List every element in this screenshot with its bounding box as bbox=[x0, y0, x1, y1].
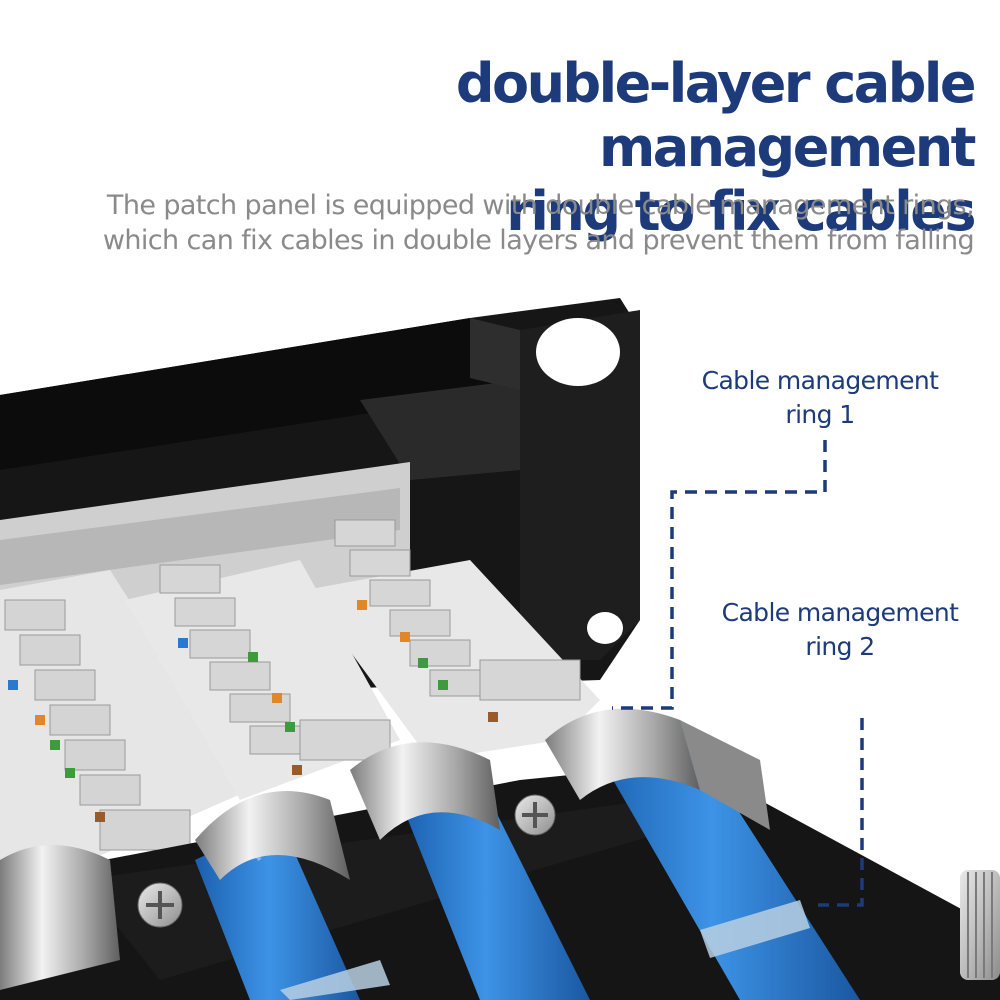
description-line-1: The patch panel is equipped with double … bbox=[106, 190, 975, 221]
description-line-2: which can fix cables in double layers an… bbox=[102, 225, 975, 256]
cable-management-ring-lower bbox=[0, 742, 500, 990]
screw bbox=[514, 794, 556, 836]
knurled-knob bbox=[960, 870, 1000, 980]
headline-line-1: double-layer cable management bbox=[455, 52, 977, 179]
mounting-hole bbox=[536, 318, 620, 386]
callout-ring-1: Cable management ring 1 bbox=[680, 364, 960, 432]
callout-ring-2: Cable management ring 2 bbox=[700, 596, 980, 664]
callout-ring-2-line-2: ring 2 bbox=[805, 632, 875, 661]
headline: double-layer cable management ring to fi… bbox=[74, 52, 977, 244]
keystone-module-3 bbox=[305, 519, 600, 760]
callout-ring-1-line-1: Cable management bbox=[701, 366, 939, 395]
screw bbox=[137, 882, 183, 928]
cable-management-ring-upper bbox=[545, 708, 770, 830]
callout-ring-1-line-2: ring 1 bbox=[785, 400, 855, 429]
callout-line-2 bbox=[818, 718, 864, 907]
keystone-module-1 bbox=[0, 570, 250, 880]
callout-line-1 bbox=[612, 440, 827, 710]
headline-line-2: ring to fix cables bbox=[506, 180, 976, 243]
description: The patch panel is equipped with double … bbox=[34, 188, 975, 258]
callout-ring-2-line-1: Cable management bbox=[721, 598, 959, 627]
